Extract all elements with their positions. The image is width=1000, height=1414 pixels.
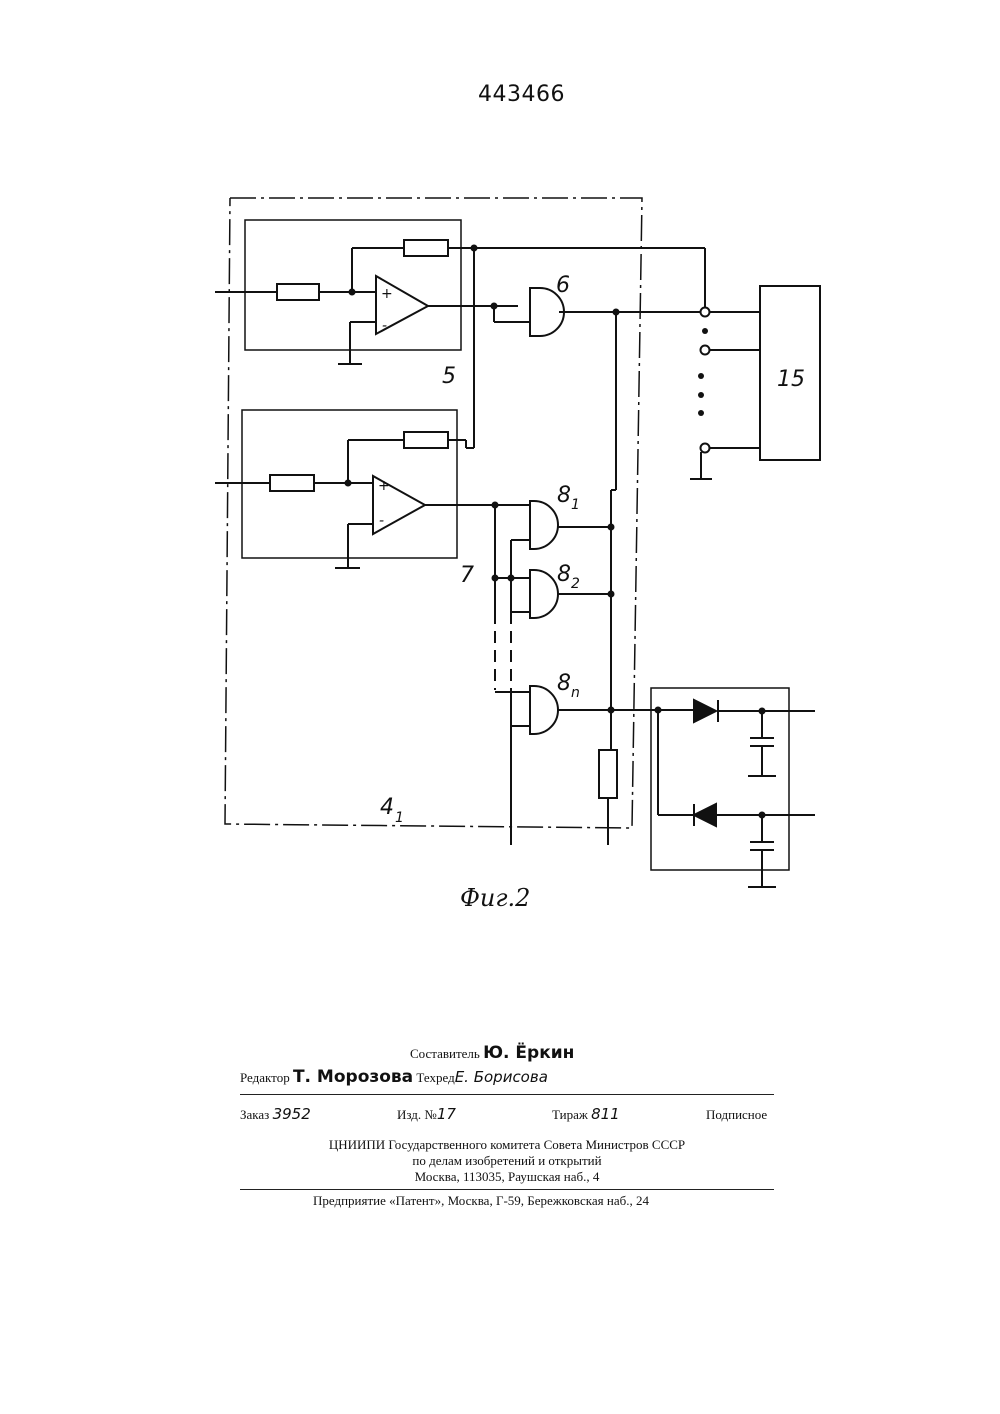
label-block-15: 15 — [777, 367, 805, 392]
label-block-5: 5 — [442, 364, 456, 389]
compiler-name: Ю. Ёркин — [483, 1043, 574, 1063]
compiler-line: Составитель Ю. Ёркин — [410, 1043, 574, 1063]
diode-upper — [694, 700, 716, 722]
label-gate-8-1: 8 — [557, 483, 571, 508]
org-line-3: Москва, 113035, Раушская наб., 4 — [240, 1169, 774, 1185]
feedback-resistor-5 — [404, 240, 448, 256]
gate-8-2 — [530, 570, 558, 618]
opamp-5-plus: + — [381, 286, 393, 302]
order-field: Заказ 3952 — [240, 1105, 311, 1123]
block-4-outline — [225, 198, 642, 828]
opamp-5-minus: - — [382, 318, 387, 334]
org-line-1: ЦНИИПИ Государственного комитета Совета … — [240, 1137, 774, 1153]
printer-line: Предприятие «Патент», Москва, Г-59, Бере… — [313, 1193, 649, 1209]
edition-field: Изд. №17 — [397, 1105, 456, 1123]
input-resistor-7 — [270, 475, 314, 491]
circulation-value: 811 — [591, 1105, 620, 1123]
circulation-label: Тираж — [552, 1107, 588, 1122]
org-line-2: по делам изобретений и открытий — [240, 1153, 774, 1169]
editor-label: Редактор — [240, 1070, 290, 1085]
input-resistor-5 — [277, 284, 319, 300]
tech-name: Е. Борисова — [455, 1068, 548, 1086]
label-block-4-sub: 1 — [395, 810, 404, 826]
label-gate-8-n: 8 — [557, 671, 571, 696]
opamp-7-minus: - — [379, 513, 384, 529]
diode-lower — [694, 804, 716, 826]
opamp-7-plus: + — [378, 478, 390, 494]
editor-name: Т. Морозова — [293, 1067, 413, 1087]
order-value: 3952 — [273, 1105, 311, 1123]
order-label: Заказ — [240, 1107, 269, 1122]
circulation-field: Тираж 811 — [552, 1105, 620, 1123]
label-gate-8-2: 8 — [557, 562, 571, 587]
top-rule — [240, 1094, 774, 1095]
label-gate-6: 6 — [556, 273, 570, 298]
gate-8-n — [530, 686, 558, 734]
editor-line: Редактор Т. Морозова ТехредЕ. Борисова — [240, 1067, 548, 1087]
load-resistor — [599, 750, 617, 798]
label-gate-8-n-sub: n — [571, 685, 580, 701]
label-block-7: 7 — [460, 563, 474, 588]
tech-label: Техред — [416, 1070, 454, 1085]
label-block-4: 4 — [380, 795, 394, 820]
label-gate-8-2-sub: 2 — [571, 576, 580, 592]
figure-caption: Фиг.2 — [460, 884, 530, 912]
compiler-label: Составитель — [410, 1046, 480, 1061]
gate-8-1 — [530, 501, 558, 549]
edition-label: Изд. № — [397, 1107, 437, 1122]
feedback-resistor-7 — [404, 432, 448, 448]
bottom-rule — [240, 1189, 774, 1190]
label-gate-8-1-sub: 1 — [571, 497, 580, 513]
subscription-note: Подписное — [706, 1107, 767, 1123]
edition-value: 17 — [437, 1105, 456, 1123]
